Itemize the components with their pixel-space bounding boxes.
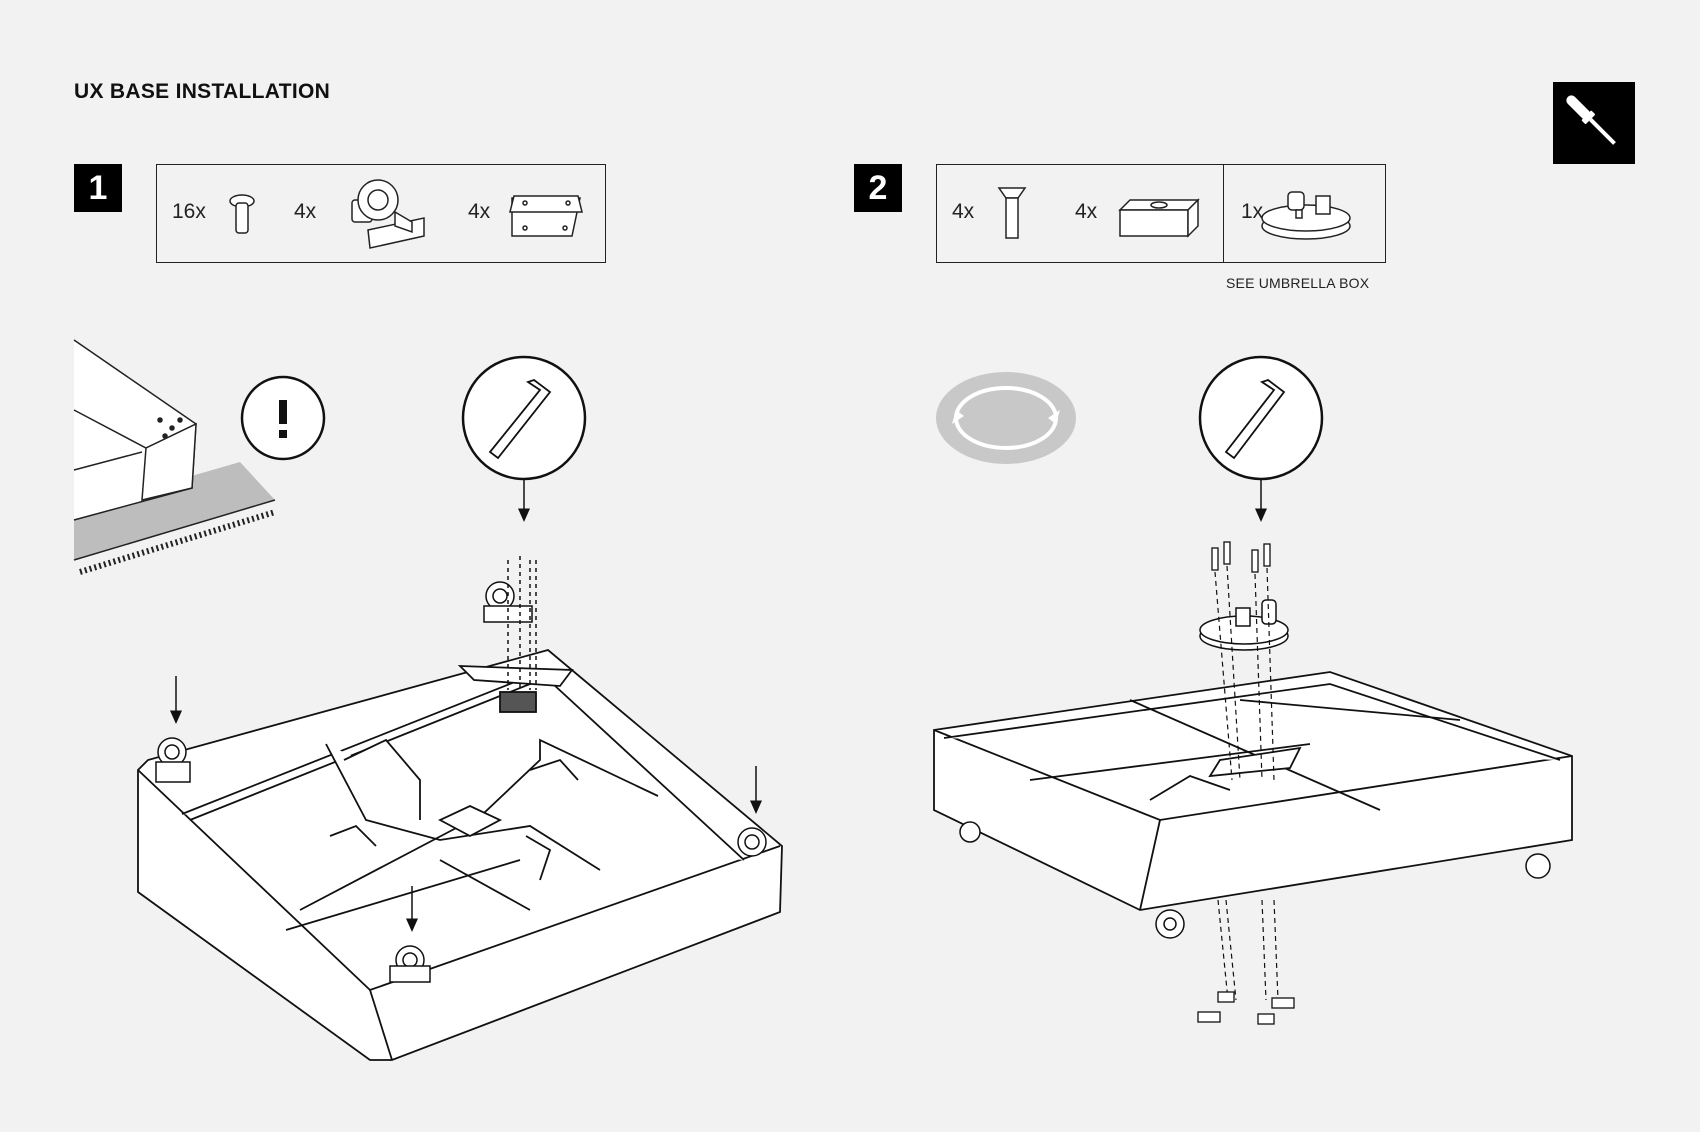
caster-wheel-icon (351, 179, 425, 249)
countersunk-screw-icon (997, 187, 1027, 239)
part-quantity: 1x (1241, 200, 1264, 223)
part-quantity: 4x (1075, 200, 1098, 223)
umbrella-mount-plate-icon (1261, 191, 1351, 240)
part-quantity: 4x (952, 200, 975, 223)
nut-block-icon (1197, 991, 1295, 1025)
mounting-plate-icon (509, 195, 583, 237)
caster-wheel-icon (959, 821, 1551, 939)
screwdriver-icon (1553, 82, 1635, 164)
base-frame-step-2 (933, 671, 1573, 911)
bolt-icon (229, 194, 255, 234)
corner-detail-illustration (73, 339, 276, 575)
umbrella-mount-plate-icon (1199, 599, 1289, 651)
hex-key-icon (461, 355, 587, 522)
caster-wheel-icon (155, 581, 767, 983)
screw-set (1211, 541, 1271, 573)
rotate-arrows-icon (936, 372, 1076, 464)
step-number-badge: 1 (74, 164, 122, 212)
step-number-badge: 2 (854, 164, 902, 212)
page-title: UX BASE INSTALLATION (74, 80, 331, 103)
hex-key-icon (1198, 355, 1324, 522)
parts-divider (1223, 165, 1224, 262)
base-frame-step-1 (137, 649, 783, 1061)
part-quantity: 4x (468, 200, 491, 223)
nut-block-icon (1118, 198, 1200, 238)
part-quantity: 16x (172, 200, 206, 223)
see-umbrella-box-note: SEE UMBRELLA BOX (1226, 275, 1370, 291)
exclamation-icon (240, 375, 326, 461)
part-quantity: 4x (294, 200, 317, 223)
